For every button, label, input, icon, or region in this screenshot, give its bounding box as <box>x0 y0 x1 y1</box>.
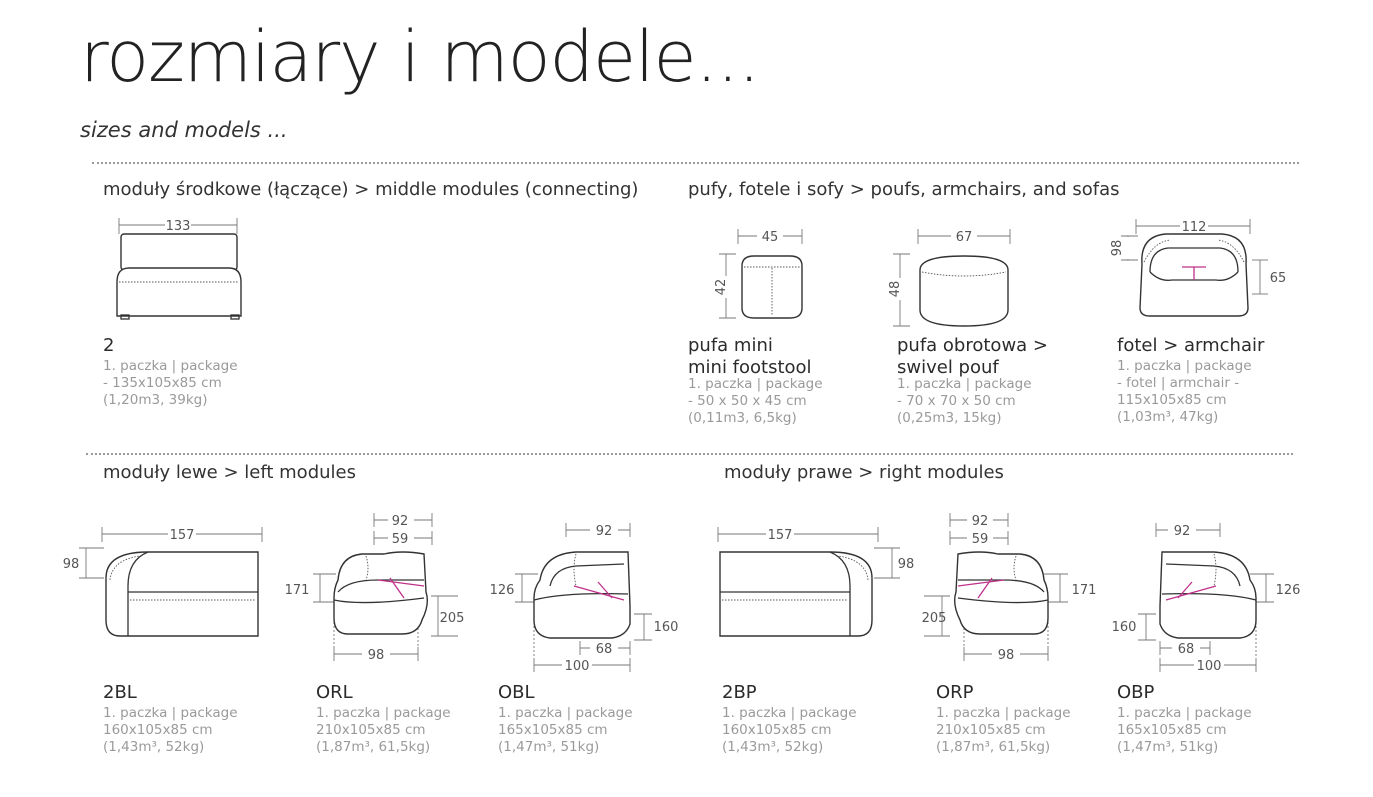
dim-label-d: 205 <box>440 611 465 626</box>
package-info-orl: 1. paczka | package 210x105x85 cm (1,87m… <box>316 705 451 755</box>
module-2-backrest <box>120 233 238 271</box>
module-obl-drawing: 92 126 160 68 100 <box>490 522 679 674</box>
model-name-pufa-mini: pufa mini mini footstool <box>688 335 812 378</box>
dim-label-a: 92 <box>392 514 409 529</box>
dim-label-h: 98 <box>898 557 915 572</box>
dimension-width: 133 <box>118 217 238 234</box>
module-orl-body <box>333 551 429 635</box>
page-title: rozmiary i modele... <box>80 16 760 98</box>
dim-label-b: 126 <box>490 583 515 598</box>
dim-label-c: 160 <box>654 620 679 635</box>
dim-label-w: 157 <box>768 528 793 543</box>
page-subtitle: sizes and models ... <box>80 118 288 142</box>
model-name-2: 2 <box>103 335 115 356</box>
model-name-obp: OBP <box>1117 682 1155 703</box>
dim-label-d: 205 <box>922 611 947 626</box>
module-orp-drawing: 92 59 171 205 98 <box>922 512 1097 663</box>
dim-label-w: 133 <box>166 219 191 234</box>
dim-label-h1: 98 <box>1110 240 1125 257</box>
module-2bp-drawing: 157 98 <box>717 526 915 637</box>
model-name-obl: OBL <box>498 682 535 703</box>
dim-label-w: 45 <box>762 230 779 245</box>
dim-label-e: 98 <box>998 648 1015 663</box>
dim-label-c: 160 <box>1112 620 1137 635</box>
dim-label-h: 98 <box>63 557 80 572</box>
module-orl-drawing: 92 59 171 205 98 <box>285 512 465 663</box>
pufa-mini-drawing: 45 42 <box>714 228 803 319</box>
package-info-orp: 1. paczka | package 210x105x85 cm (1,87m… <box>936 705 1071 755</box>
dim-label-h: 42 <box>714 279 729 296</box>
fotel-drawing: 112 98 65 <box>1110 218 1287 317</box>
package-info-2bp: 1. paczka | package 160x105x85 cm (1,43m… <box>722 705 857 755</box>
model-name-2bl: 2BL <box>103 682 137 703</box>
model-name-orl: ORL <box>316 682 353 703</box>
model-name-orp: ORP <box>936 682 974 703</box>
dim-label-w: 67 <box>956 230 973 245</box>
dim-label-b: 59 <box>972 532 989 547</box>
dim-label-c: 171 <box>285 583 310 598</box>
module-2-drawing: 133 <box>116 217 242 320</box>
section-heading-right: moduły prawe > right modules <box>724 462 1004 483</box>
dim-label-w: 112 <box>1182 220 1207 235</box>
pufa-obrotowa-drawing: 67 48 <box>888 228 1011 327</box>
model-name-fotel: fotel > armchair <box>1117 335 1265 356</box>
dim-label-a: 92 <box>972 514 989 529</box>
dim-label-e: 98 <box>368 648 385 663</box>
middle-divider <box>86 453 1293 455</box>
dim-label-w: 157 <box>170 528 195 543</box>
dim-label-b: 126 <box>1276 583 1301 598</box>
section-heading-middle: moduły środkowe (łączące) > middle modul… <box>103 179 639 200</box>
package-info-obp: 1. paczka | package 165x105x85 cm (1,47m… <box>1117 705 1252 755</box>
dim-label-e: 100 <box>1197 659 1222 674</box>
dim-label-e: 100 <box>565 659 590 674</box>
model-name-2bp: 2BP <box>722 682 757 703</box>
package-info-pufa-obrotowa: 1. paczka | package - 70 x 70 x 50 cm (0… <box>897 376 1032 426</box>
module-2bp-body <box>719 551 873 637</box>
module-2-seat <box>116 267 242 317</box>
module-orp-body <box>953 551 1049 635</box>
model-name-pufa-obrotowa: pufa obrotowa > swivel pouf <box>897 335 1049 378</box>
package-info-pufa-mini: 1. paczka | package - 50 x 50 x 45 cm (0… <box>688 376 823 426</box>
top-divider <box>92 162 1299 164</box>
dim-label-d: 68 <box>596 642 613 657</box>
package-info-fotel: 1. paczka | package - fotel | armchair -… <box>1117 358 1252 425</box>
dim-label-h2: 65 <box>1270 271 1287 286</box>
module-obp-body <box>1159 551 1257 639</box>
section-heading-poufs: pufy, fotele i sofy > poufs, armchairs, … <box>688 179 1120 200</box>
package-info-2bl: 1. paczka | package 160x105x85 cm (1,43m… <box>103 705 238 755</box>
module-2bl-drawing: 157 98 <box>63 526 263 637</box>
package-info-2: 1. paczka | package - 135x105x85 cm (1,2… <box>103 358 238 408</box>
dim-label-d: 68 <box>1178 642 1195 657</box>
dim-label-b: 59 <box>392 532 409 547</box>
package-info-obl: 1. paczka | package 165x105x85 cm (1,47m… <box>498 705 633 755</box>
dim-label-c: 171 <box>1072 583 1097 598</box>
module-obp-drawing: 92 126 160 68 100 <box>1112 522 1301 674</box>
dim-label-a: 92 <box>1174 524 1191 539</box>
module-2bl-body <box>105 551 259 637</box>
pufa-obrotowa-body <box>919 255 1009 327</box>
section-heading-left: moduły lewe > left modules <box>103 462 356 483</box>
dim-label-a: 92 <box>596 524 613 539</box>
module-obl-body <box>533 551 631 639</box>
dim-label-h: 48 <box>888 281 903 298</box>
